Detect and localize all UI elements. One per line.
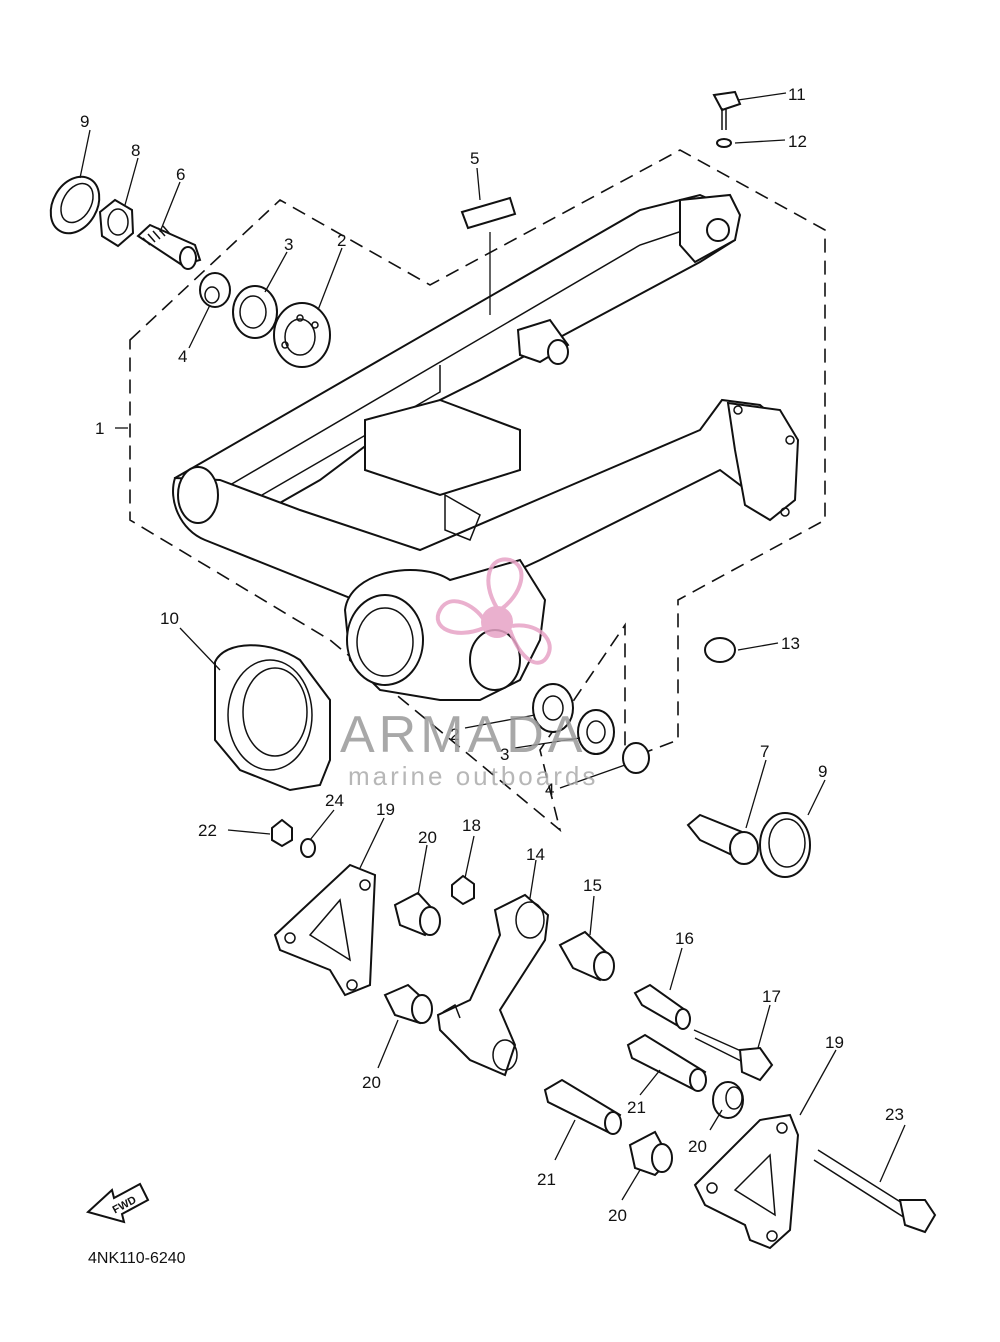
part-3-oil-seal (232, 285, 278, 339)
part-21-collar (543, 1078, 622, 1135)
part-20-collar (712, 1081, 744, 1119)
callout-13: 13 (781, 634, 800, 653)
callout-21-upper: 21 (627, 1098, 646, 1117)
part-10-chain-case (214, 644, 331, 792)
callout-19-left: 19 (376, 800, 395, 819)
callout-18: 18 (462, 816, 481, 835)
part-2-bearing-right (532, 683, 574, 733)
callout-8: 8 (131, 141, 140, 160)
fwd-arrow-icon: FWD (85, 1182, 150, 1224)
watermark-brand: ARMADA (340, 706, 586, 764)
callout-19-right: 19 (825, 1033, 844, 1052)
part-3-oil-seal-right (577, 709, 615, 755)
part-4-collar (199, 272, 231, 308)
part-24-washer (300, 838, 316, 858)
part-15-collar (558, 930, 615, 982)
part-11-bolt (712, 90, 742, 130)
callout-3-right: 3 (500, 745, 509, 764)
leader-lines (79, 92, 906, 1201)
watermark-tagline: marine outboards (348, 761, 598, 791)
callout-20-left: 20 (362, 1073, 381, 1092)
propeller-logo-icon (435, 557, 552, 665)
part-5-label-plate (460, 196, 517, 230)
callout-4: 4 (178, 347, 187, 366)
part-18-nut (451, 874, 475, 906)
callout-15: 15 (583, 876, 602, 895)
part-13-cap (704, 637, 736, 663)
part-9-seal-cap (49, 175, 101, 235)
assembly-boundary (129, 149, 826, 833)
callout-14: 14 (526, 845, 545, 864)
part-17-bolt (693, 1029, 774, 1082)
part-8-nut (98, 198, 135, 248)
callout-21-lower: 21 (537, 1170, 556, 1189)
callout-labels: 9 8 6 3 2 4 1 5 11 12 10 13 2 3 4 7 9 22… (80, 85, 904, 1225)
callout-3: 3 (284, 235, 293, 254)
part-6-pivot-shaft (136, 223, 202, 270)
callout-6: 6 (176, 165, 185, 184)
callout-11: 11 (788, 85, 806, 104)
callout-10: 10 (160, 609, 179, 628)
part-20-collar (628, 1130, 673, 1177)
callout-23: 22 (198, 821, 217, 840)
callout-12: 12 (788, 132, 807, 151)
callout-22: 23 (885, 1105, 904, 1124)
callout-20-right: 20 (688, 1137, 707, 1156)
callout-2-right: 2 (450, 725, 459, 744)
callout-17: 17 (762, 987, 781, 1006)
part-4-collar-right (622, 742, 650, 774)
callout-5: 5 (470, 149, 479, 168)
part-23-nut (271, 818, 293, 848)
part-14-connecting-rod (436, 893, 550, 1077)
callout-2: 2 (337, 231, 346, 250)
callout-9: 9 (80, 112, 89, 131)
callout-7: 7 (760, 742, 769, 761)
callout-16: 16 (675, 929, 694, 948)
callout-1: 1 (95, 419, 104, 438)
callout-24: 24 (325, 791, 344, 810)
part-19-connecting-plate-left (273, 863, 377, 997)
diagram-code: 4NK110-6240 (88, 1250, 186, 1267)
part-21-collar (626, 1033, 707, 1092)
callout-9-right: 9 (818, 762, 827, 781)
part-22-long-bolt (813, 1149, 937, 1234)
callout-4-right: 4 (545, 780, 554, 799)
watermark: ARMADA marine outboards (340, 557, 598, 791)
part-2-bearing (273, 302, 331, 368)
part-7-pivot-bolt (686, 813, 759, 865)
part-12-washer (716, 138, 732, 148)
callout-20-bottom: 20 (608, 1206, 627, 1225)
part-20-collar (383, 983, 433, 1025)
part-20-collar (393, 891, 441, 937)
part-9-seal-cap-right (759, 812, 811, 878)
part-19-connecting-plate-right (693, 1113, 800, 1250)
callout-20-top: 20 (418, 828, 437, 847)
part-16-collar (633, 983, 691, 1030)
